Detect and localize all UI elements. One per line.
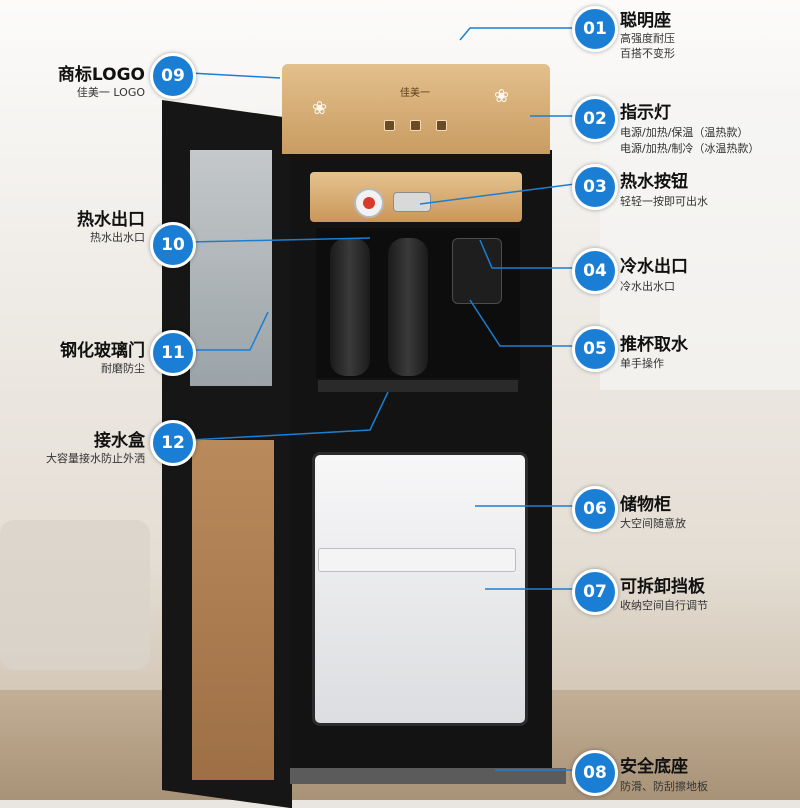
background-window (600, 90, 800, 390)
callout-text: 高强度耐压 (620, 32, 675, 45)
callout-badge-11: 11 (150, 330, 196, 376)
callout-title-logo: 商标LOGO (57, 65, 145, 85)
leader-line-10 (189, 237, 371, 243)
callout-badge-02: 02 (572, 96, 618, 142)
callout-text: 耐磨防尘 (101, 362, 145, 375)
leader-line-05 (469, 299, 575, 347)
power-indicator-light (384, 120, 395, 131)
callout-text: 收纳空间自行调节 (620, 599, 708, 612)
callout-title-drip-box: 接水盒 (94, 431, 145, 451)
hot-water-button[interactable] (354, 188, 384, 218)
callout-badge-09: 09 (150, 53, 196, 99)
callout-text: 轻轻一按即可出水 (620, 195, 708, 208)
tank-cylinder (388, 238, 428, 376)
callout-title-removable-baffle: 可拆卸挡板 (620, 577, 705, 597)
callout-text: 大容量接水防止外洒 (46, 452, 145, 465)
callout-text: 冷水出水口 (620, 280, 675, 293)
flower-decoration-icon: ❀ (312, 98, 328, 119)
leader-line-03 (419, 183, 576, 205)
keep-warm-indicator-light (436, 120, 447, 131)
callout-title-hot-water-outlet: 热水出口 (77, 210, 145, 230)
tank-cylinder (330, 238, 370, 376)
callout-text: 佳美一 LOGO (76, 86, 145, 99)
cold-water-outlet[interactable] (452, 238, 502, 304)
leader-line-11 (190, 311, 269, 351)
lower-door-panel (192, 440, 274, 780)
callout-text: 大空间随意放 (620, 517, 686, 530)
callout-title-safety-base: 安全底座 (620, 757, 688, 777)
callout-badge-04: 04 (572, 248, 618, 294)
leader-line-04 (479, 239, 575, 269)
callout-badge-07: 07 (572, 569, 618, 615)
callout-text: 电源/加热/保温（温热款） (620, 126, 749, 139)
callout-badge-06: 06 (572, 486, 618, 532)
tempered-glass-door (190, 150, 272, 386)
callout-title-push-cup: 推杯取水 (620, 335, 688, 355)
callout-text: 防滑、防刮擦地板 (620, 780, 708, 793)
callout-title-hot-water-button: 热水按钮 (620, 172, 688, 192)
callout-title-cold-water-outlet: 冷水出口 (620, 257, 688, 277)
brand-logo: 佳美一 (400, 88, 430, 99)
callout-title-indicator-light: 指示灯 (620, 103, 671, 123)
callout-text: 电源/加热/制冷（冰温热款） (620, 142, 760, 155)
callout-text: 热水出水口 (90, 231, 145, 244)
callout-title-storage-cabinet: 储物柜 (620, 495, 671, 515)
removable-shelf (318, 548, 516, 572)
callout-badge-01: 01 (572, 6, 618, 52)
leader-line-01 (459, 27, 575, 41)
callout-title-smart-seat: 聪明座 (620, 11, 671, 31)
top-panel (282, 64, 550, 154)
callout-badge-10: 10 (150, 222, 196, 268)
heating-indicator-light (410, 120, 421, 131)
callout-text: 单手操作 (620, 357, 664, 370)
flower-decoration-icon: ❀ (494, 86, 510, 107)
callout-badge-08: 08 (572, 750, 618, 796)
callout-badge-05: 05 (572, 326, 618, 372)
callout-title-tempered-glass-door: 钢化玻璃门 (60, 341, 145, 361)
leader-line-09 (189, 72, 281, 79)
callout-text: 百搭不变形 (620, 47, 675, 60)
drip-tray (318, 380, 518, 392)
callout-badge-03: 03 (572, 164, 618, 210)
background-sofa (0, 520, 150, 670)
leader-line-12 (189, 391, 389, 441)
safety-base (290, 768, 566, 784)
callout-badge-12: 12 (150, 420, 196, 466)
